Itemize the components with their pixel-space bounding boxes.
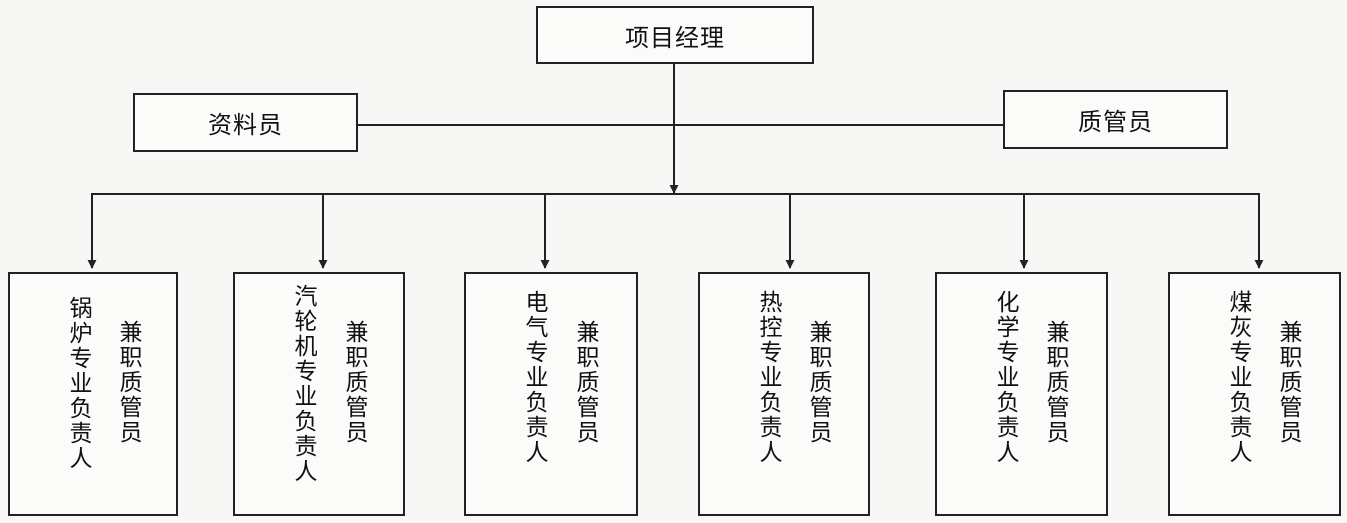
department-box-electrical: 电气专业负责人 兼职质管员 bbox=[464, 272, 638, 516]
department-role: 化学专业负责人 bbox=[992, 290, 1018, 465]
department-box-turbine: 汽轮机专业负责人 兼职质管员 bbox=[233, 272, 405, 516]
quality-inspector-label: 质管员 bbox=[1078, 108, 1153, 136]
department-duty: 兼职质管员 bbox=[805, 320, 831, 445]
department-duty: 兼职质管员 bbox=[1275, 320, 1301, 445]
department-box-coal-ash: 煤灰专业负责人 兼职质管员 bbox=[1168, 272, 1341, 516]
department-box-thermal-control: 热控专业负责人 兼职质管员 bbox=[698, 272, 870, 516]
department-duty: 兼职质管员 bbox=[341, 320, 367, 445]
department-role: 热控专业负责人 bbox=[755, 290, 781, 465]
department-role: 煤灰专业负责人 bbox=[1225, 290, 1251, 465]
document-clerk-box: 资料员 bbox=[133, 93, 358, 152]
department-duty: 兼职质管员 bbox=[115, 320, 141, 445]
project-manager-box: 项目经理 bbox=[536, 6, 814, 64]
department-box-chemistry: 化学专业负责人 兼职质管员 bbox=[935, 272, 1108, 516]
department-role: 汽轮机专业负责人 bbox=[290, 284, 316, 484]
department-duty: 兼职质管员 bbox=[572, 320, 598, 445]
document-clerk-label: 资料员 bbox=[208, 111, 283, 139]
department-role: 锅炉专业负责人 bbox=[65, 296, 91, 471]
department-role: 电气专业负责人 bbox=[521, 290, 547, 465]
project-manager-label: 项目经理 bbox=[625, 23, 725, 52]
quality-inspector-box: 质管员 bbox=[1003, 90, 1228, 149]
department-box-boiler: 锅炉专业负责人 兼职质管员 bbox=[8, 272, 178, 516]
department-duty: 兼职质管员 bbox=[1042, 320, 1068, 445]
